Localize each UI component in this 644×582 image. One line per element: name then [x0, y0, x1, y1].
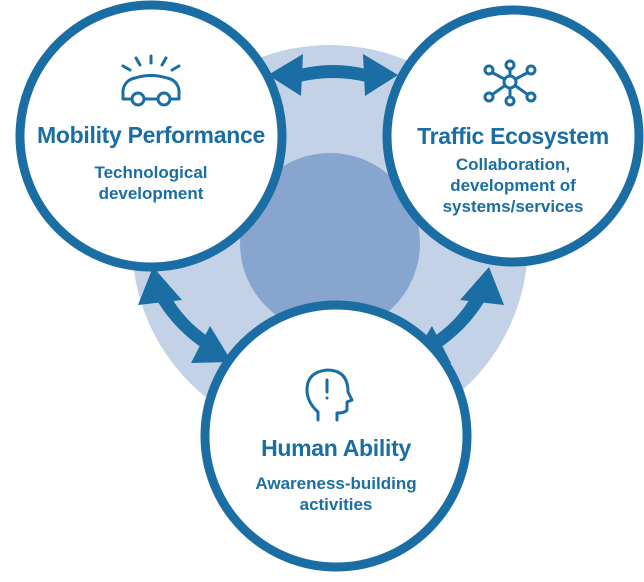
traffic-subtitle-line: Collaboration,	[455, 155, 571, 174]
traffic-title: Traffic Ecosystem	[417, 123, 609, 149]
mobility-circle	[15, 0, 287, 272]
mobility-text-block: Mobility Performance Technological devel…	[31, 122, 271, 204]
center-core	[240, 153, 420, 333]
traffic-subtitle: Collaboration, development of systems/se…	[398, 154, 628, 217]
car-icon	[121, 54, 181, 107]
traffic-text-block: Traffic Ecosystem Collaboration, develop…	[398, 123, 628, 217]
mobility-title: Mobility Performance	[37, 122, 265, 148]
human-title: Human Ability	[261, 435, 411, 461]
human-subtitle: Awareness-building activities	[216, 473, 456, 515]
traffic-circle	[382, 5, 644, 267]
network-icon	[483, 59, 537, 107]
arrow-mobility-human	[138, 267, 232, 363]
human-subtitle-line: Awareness-building	[255, 474, 417, 493]
arrow-mobility-traffic	[268, 54, 398, 96]
human-circle	[200, 300, 472, 572]
mobility-subtitle-line: Technological	[94, 163, 208, 182]
head-exclamation-icon	[305, 368, 354, 422]
mobility-subtitle-line: development	[98, 184, 204, 203]
human-text-block: Human Ability Awareness-building activit…	[216, 435, 456, 515]
mobility-subtitle: Technological development	[31, 162, 271, 204]
traffic-subtitle-line: systems/services	[442, 197, 584, 216]
human-subtitle-line: activities	[299, 495, 373, 514]
traffic-subtitle-line: development of	[450, 176, 576, 195]
